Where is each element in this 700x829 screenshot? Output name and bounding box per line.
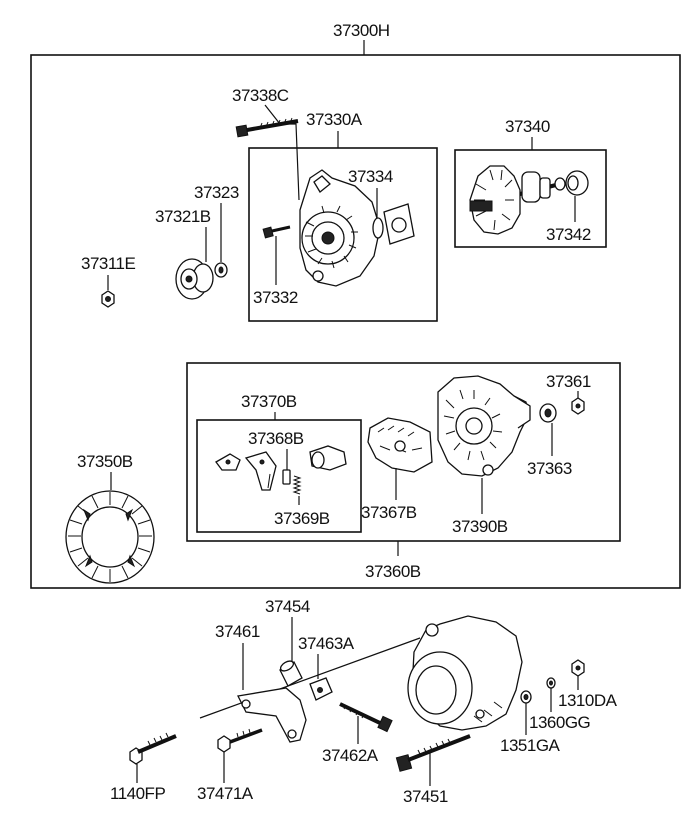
label-37471A: 37471A bbox=[197, 784, 254, 803]
rear-housing-37390B bbox=[437, 375, 531, 477]
label-37367B: 37367B bbox=[361, 503, 417, 522]
label-37350B: 37350B bbox=[77, 452, 133, 471]
label-37462A: 37462A bbox=[322, 746, 379, 765]
spacer-37323 bbox=[214, 262, 228, 278]
label-37454: 37454 bbox=[265, 597, 310, 616]
pulley-37321B bbox=[175, 258, 214, 300]
label-1360GG: 1360GG bbox=[529, 713, 590, 732]
bolt-1140FP bbox=[129, 732, 177, 765]
spring-37369B bbox=[292, 475, 302, 495]
label-37461: 37461 bbox=[215, 622, 260, 641]
rotor-37340 bbox=[469, 165, 561, 235]
bolt-37338C bbox=[235, 117, 299, 138]
label-37330A: 37330A bbox=[306, 110, 363, 129]
bolt-37471A bbox=[217, 728, 263, 753]
label-37390B: 37390B bbox=[452, 517, 508, 536]
nut-37361 bbox=[571, 397, 585, 415]
assembly-box-37300H bbox=[30, 54, 681, 589]
label-37334: 37334 bbox=[348, 167, 393, 186]
label-37321B: 37321B bbox=[155, 207, 211, 226]
label-37361: 37361 bbox=[546, 372, 591, 391]
label-1351GA: 1351GA bbox=[500, 736, 561, 755]
label-1310DA: 1310DA bbox=[558, 691, 618, 710]
washer-1351GA bbox=[520, 690, 532, 704]
front-bracket-37330A bbox=[299, 169, 381, 287]
label-37323: 37323 bbox=[194, 183, 239, 202]
label-37360B: 37360B bbox=[365, 562, 421, 581]
nut-37311E bbox=[101, 290, 115, 308]
bushing-37363 bbox=[539, 403, 557, 423]
label-37369B: 37369B bbox=[274, 509, 330, 528]
alternator-body bbox=[407, 615, 523, 731]
bearing-plate-37334 bbox=[372, 203, 415, 245]
nut-1310DA bbox=[571, 659, 585, 677]
bushing-37463A bbox=[309, 677, 333, 701]
washer-1360GG bbox=[546, 677, 556, 689]
bolt-37451 bbox=[395, 734, 471, 772]
rear-bearing-37342 bbox=[554, 170, 589, 196]
label-37463A: 37463A bbox=[298, 634, 355, 653]
label-37451: 37451 bbox=[403, 787, 448, 806]
label-37340: 37340 bbox=[505, 117, 550, 136]
brush-holder-parts-37370B bbox=[215, 445, 347, 491]
front-bracket-group-box bbox=[248, 147, 438, 322]
mounting-axis-line bbox=[199, 637, 421, 719]
label-37342: 37342 bbox=[546, 225, 591, 244]
brush-holder-group-box bbox=[196, 419, 362, 533]
bushing-37454 bbox=[279, 660, 303, 687]
screw-37332 bbox=[262, 225, 291, 239]
bracket-37461 bbox=[237, 687, 307, 743]
stator-37350B bbox=[65, 490, 155, 584]
label-37332: 37332 bbox=[253, 288, 298, 307]
rotor-group-box bbox=[454, 149, 607, 248]
bolt-37462A bbox=[339, 702, 393, 733]
regulator-37367B bbox=[367, 417, 433, 473]
rear-housing-group-box bbox=[186, 362, 621, 542]
label-37370B: 37370B bbox=[241, 392, 297, 411]
label-37311E: 37311E bbox=[81, 254, 136, 273]
label-37368B: 37368B bbox=[248, 429, 304, 448]
brush-37368B bbox=[282, 469, 291, 485]
label-1140FP: 1140FP bbox=[110, 784, 165, 803]
leader-37338C bbox=[264, 104, 300, 201]
label-37363: 37363 bbox=[527, 459, 572, 478]
label-37300H: 37300H bbox=[333, 21, 390, 40]
label-37338C: 37338C bbox=[232, 86, 289, 105]
